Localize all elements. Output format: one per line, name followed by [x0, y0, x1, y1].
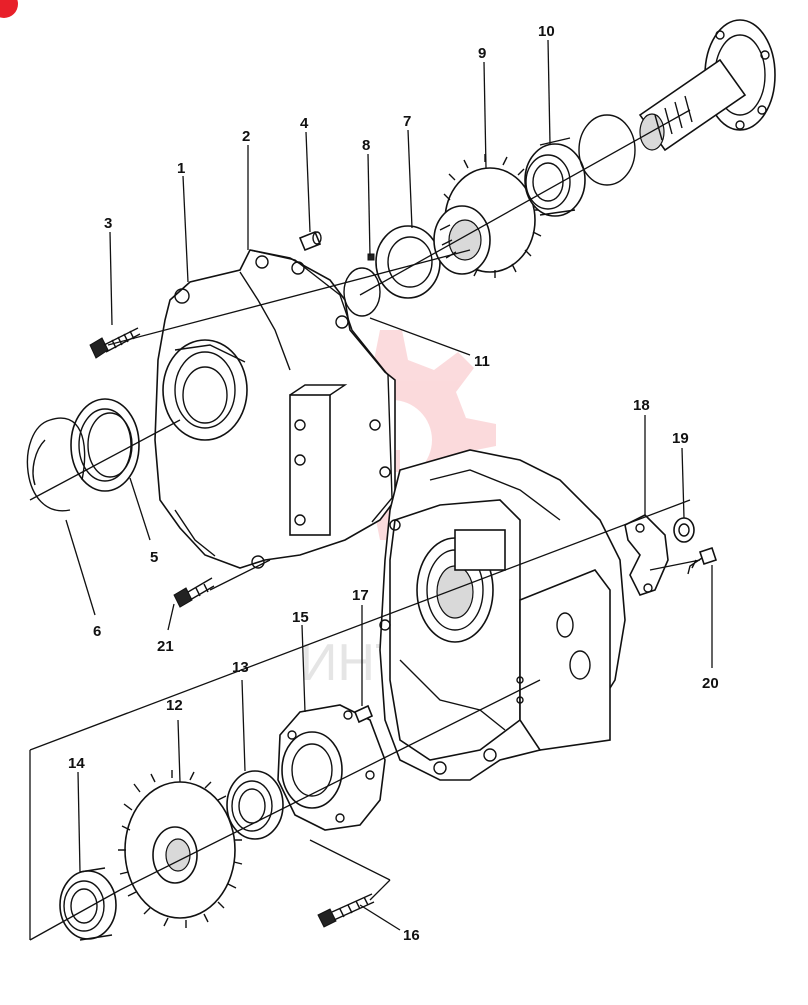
callout-14: 14 — [68, 755, 85, 772]
bearing-13 — [226, 770, 284, 840]
callout-3: 3 — [104, 215, 112, 232]
dowel-pin-4 — [298, 230, 322, 252]
callout-10: 10 — [538, 23, 555, 40]
callout-4: 4 — [300, 115, 309, 132]
callout-7: 7 — [403, 113, 411, 130]
callout-17: 17 — [352, 587, 369, 604]
bearing-14 — [59, 867, 117, 941]
leader-lines — [29, 39, 713, 941]
oil-seal-5 — [70, 398, 140, 492]
gear-12 — [118, 770, 243, 928]
gear-cover-housing — [154, 249, 396, 569]
bolt-21 — [173, 577, 215, 608]
bearing-carrier-15 — [277, 704, 386, 831]
transmission-case — [379, 449, 626, 781]
callout-5: 5 — [150, 549, 158, 566]
retaining-ring-8 — [343, 253, 381, 317]
snap-ring-6 — [26, 417, 86, 512]
output-shaft — [638, 19, 776, 152]
washer-19 — [673, 517, 695, 543]
o-ring — [578, 114, 636, 186]
dowel-pin-17 — [353, 704, 374, 724]
callout-2: 2 — [242, 128, 250, 145]
bolt-16 — [317, 893, 375, 928]
callout-21: 21 — [157, 638, 174, 655]
callout-18: 18 — [633, 397, 650, 414]
bearing-10 — [524, 137, 586, 217]
callout-13: 13 — [232, 659, 249, 676]
bracket-18 — [624, 514, 669, 596]
callout-9: 9 — [478, 45, 486, 62]
callout-16: 16 — [403, 927, 420, 944]
callout-12: 12 — [166, 697, 183, 714]
thrust-washer-7 — [375, 225, 441, 299]
callout-20: 20 — [702, 675, 719, 692]
callout-19: 19 — [672, 430, 689, 447]
callout-8: 8 — [362, 137, 370, 154]
callout-6: 6 — [93, 623, 101, 640]
bolt-20 — [687, 546, 718, 575]
callout-1: 1 — [177, 160, 185, 177]
callout-numbers: 1 2 3 4 5 6 7 8 9 10 11 12 13 14 15 16 1… — [68, 23, 719, 944]
callout-11: 11 — [474, 353, 490, 370]
callout-15: 15 — [292, 609, 309, 626]
corner-badge — [0, 0, 18, 18]
